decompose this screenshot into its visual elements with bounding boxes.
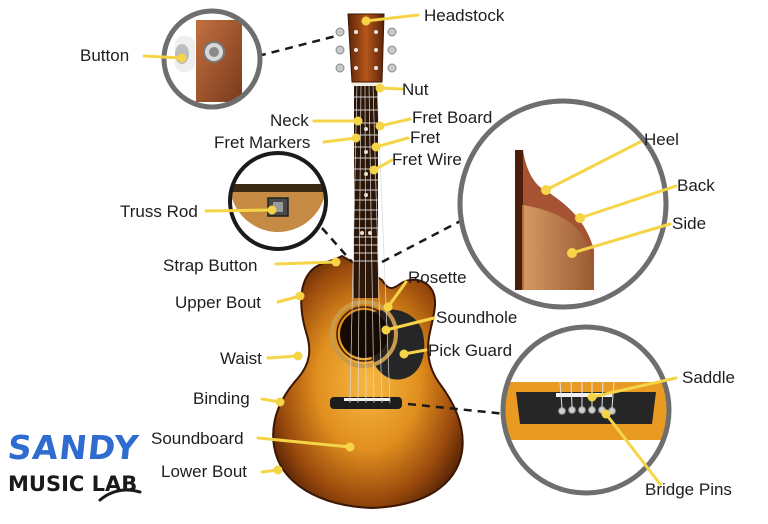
label-fret-wire: Fret Wire: [392, 150, 462, 169]
label-bridge-pins: Bridge Pins: [645, 480, 732, 499]
label-back: Back: [677, 176, 715, 195]
label-truss-rod: Truss Rod: [120, 202, 198, 221]
zoom-connectors: [257, 34, 507, 416]
zoom-circle-button: [161, 8, 263, 110]
label-headstock: Headstock: [424, 6, 505, 25]
label-lower-bout: Lower Bout: [161, 462, 247, 481]
tuner-posts: [354, 30, 378, 70]
label-heel: Heel: [644, 130, 679, 149]
label-button: Button: [80, 46, 130, 65]
label-binding: Binding: [193, 389, 250, 408]
rosette-ring: [330, 300, 398, 368]
label-rosette: Rosette: [408, 268, 467, 287]
zoom-circle-truss-rod: [228, 151, 328, 251]
leader-dots: [177, 16, 611, 475]
label-upper-bout: Upper Bout: [175, 293, 261, 312]
guitar-neck: [335, 13, 397, 404]
guitar-swoosh-icon: [98, 488, 142, 502]
logo-wordmark-top: SANDY: [5, 428, 141, 467]
leader-lines: [142, 13, 678, 486]
label-neck: Neck: [270, 111, 309, 130]
fret-wires: [354, 96, 378, 262]
tuning-pegs: [335, 27, 397, 73]
sandy-music-lab-logo: SANDY MUSIC LAB: [6, 428, 156, 508]
label-soundhole: Soundhole: [436, 308, 518, 327]
zoom-circle-saddle: [500, 324, 672, 496]
label-pick-guard: Pick Guard: [428, 341, 513, 360]
bridge-saddle: [344, 398, 390, 401]
rosette-inner: [336, 306, 392, 362]
label-fret-board: Fret Board: [412, 108, 493, 127]
zoom-circle-heel: [457, 98, 669, 310]
label-waist: Waist: [220, 349, 262, 368]
label-fret-markers: Fret Markers: [214, 133, 311, 152]
label-strap-button: Strap Button: [163, 256, 258, 275]
nut: [352, 82, 380, 86]
label-fret: Fret: [410, 128, 441, 147]
fretboard: [354, 84, 378, 298]
label-saddle: Saddle: [682, 368, 735, 387]
label-side: Side: [672, 214, 707, 233]
label-soundboard: Soundboard: [151, 429, 244, 448]
label-nut: Nut: [402, 80, 429, 99]
